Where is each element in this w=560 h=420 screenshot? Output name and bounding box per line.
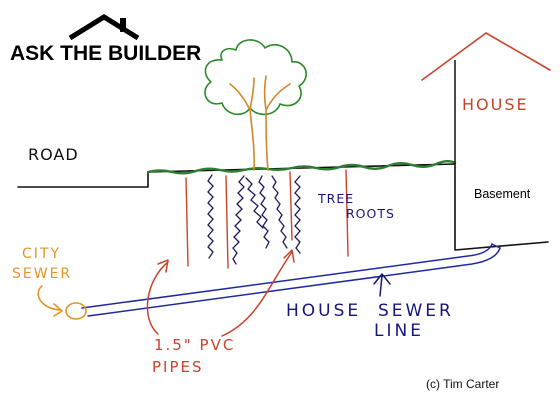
pvc-arrow-right — [221, 249, 295, 337]
house-sewer-pipe — [81, 243, 501, 317]
house-sewer-label-line1: HOUSE SEWER — [286, 301, 454, 321]
ground-line — [17, 163, 549, 251]
ask-the-builder-logo: ASK THE BUILDER — [10, 14, 201, 65]
pvc-arrow-left — [146, 259, 169, 335]
logo-text: ASK THE BUILDER — [10, 42, 201, 65]
basement-label: Basement — [474, 187, 531, 201]
house-sewer-arrow — [373, 273, 391, 297]
house-sewer-label-line2: LINE — [374, 321, 424, 341]
house-outline — [421, 32, 551, 164]
city-sewer-label-line1: CITY — [22, 246, 61, 262]
tree-roots — [207, 174, 301, 265]
house-label: HOUSE — [462, 95, 529, 114]
tree — [204, 39, 307, 171]
logo-roof-icon — [68, 14, 140, 41]
city-sewer-arrow — [37, 285, 63, 317]
pvc-label-line2: PIPES — [152, 358, 204, 376]
grass-line — [146, 160, 457, 175]
city-sewer-pipe-end — [65, 302, 87, 320]
tree-roots-label-line1: TREE — [317, 191, 354, 206]
city-sewer-label-line2: SEWER — [12, 266, 72, 282]
credit-label: (c) Tim Carter — [426, 377, 499, 391]
pvc-label-line1: 1.5" PVC — [154, 336, 235, 354]
tree-canopy — [204, 39, 307, 116]
tree-trunk — [229, 75, 291, 171]
pvc-pipes — [185, 169, 349, 269]
logo-chimney-icon — [120, 18, 126, 32]
tree-roots-label-line2: ROOTS — [346, 206, 395, 221]
arrows — [37, 249, 391, 337]
road-label: ROAD — [28, 145, 79, 164]
